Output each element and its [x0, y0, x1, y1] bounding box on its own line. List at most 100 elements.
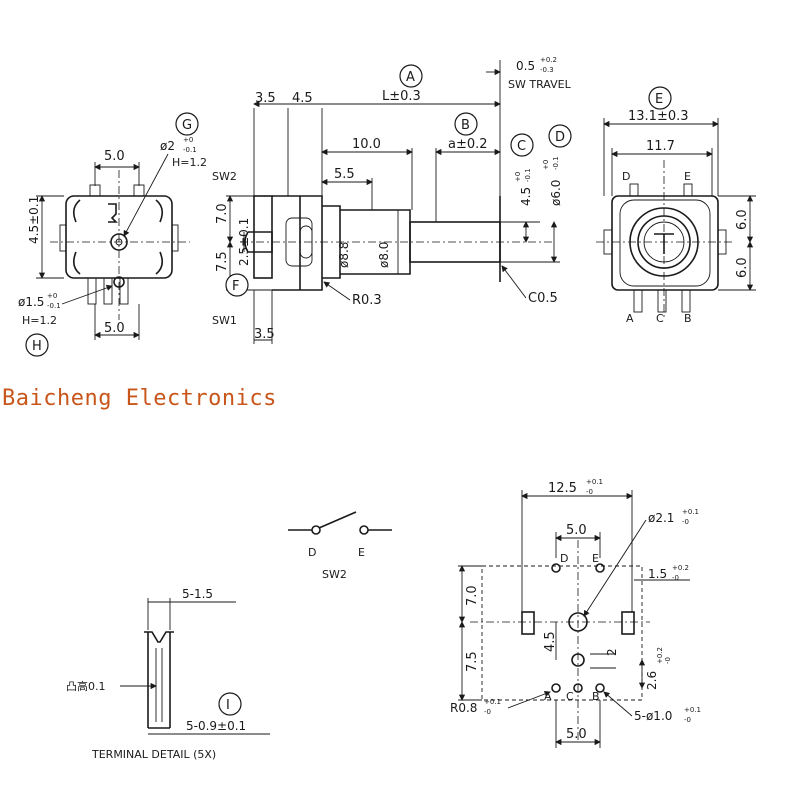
rear-pin-e	[683, 183, 693, 197]
side-radius-r0-3: R0.3	[352, 293, 382, 308]
pcb-holes-1-0-tol-lower: -0	[684, 716, 691, 724]
front-terminal-b	[119, 277, 129, 305]
pcb-dim-2-6-tol-upper: +0.2	[656, 647, 664, 664]
front-dim-top-5-0: 5.0	[104, 149, 125, 164]
pcb-hole-2-1-label: ø2.1	[648, 511, 674, 525]
front-view: 5.0 5.0 4.5±0.1 ø2 +0 -0.1 H=1.2 ø1.5 +0…	[18, 112, 207, 357]
pcb-pin-c: C	[566, 690, 574, 703]
pcb-pin-a: A	[544, 690, 552, 703]
side-dim-d-tol-lower: -0.1	[552, 156, 560, 170]
switch-symbol: D E SW2	[288, 511, 392, 581]
side-leader-r0-3	[323, 281, 351, 301]
rear-dim-6-0-bottom: 6.0	[735, 257, 750, 278]
marker-b: B	[454, 112, 478, 136]
svg-text:G: G	[182, 118, 192, 133]
pcb-dim-1-5-tol-upper: +0.2	[672, 564, 689, 572]
pcb-radius-r0-8-tol-lower: -0	[484, 708, 491, 716]
switch-pin-e: E	[358, 546, 365, 559]
side-sw-travel-tol-lower: -0.3	[540, 66, 554, 74]
pcb-radius-r0-8: R0.8	[450, 701, 477, 715]
front-hole-bottom-tol-lower: -0.1	[47, 302, 61, 310]
side-dim-3-5-top: 3.5	[255, 91, 276, 106]
front-terminal-a	[87, 277, 97, 305]
pcb-hole-a	[551, 683, 561, 693]
pcb-hole-2-1-tol-upper: +0.1	[682, 508, 699, 516]
side-dim-b: a±0.2	[448, 137, 488, 152]
pcb-pin-d: D	[560, 552, 568, 565]
side-body-frame	[272, 195, 323, 291]
svg-text:D: D	[555, 130, 565, 145]
front-left-tab	[59, 224, 67, 252]
svg-text:A: A	[406, 70, 415, 85]
side-dim-c-tol-lower: -0.1	[524, 168, 532, 182]
rear-dim-6-0-top: 6.0	[735, 209, 750, 230]
side-pcb-bracket	[253, 195, 273, 279]
pcb-slot-right	[621, 611, 635, 635]
terminal-rib	[155, 648, 163, 722]
marker-e: E	[648, 86, 672, 110]
rear-pin-b-label: B	[684, 312, 692, 325]
front-hole-bottom-diameter: ø1.5	[18, 295, 44, 309]
front-dim-bottom-5-0: 5.0	[104, 321, 125, 336]
pcb-slot-left	[521, 611, 535, 635]
pcb-dim-5-0-bottom: 5.0	[566, 727, 587, 742]
svg-text:C: C	[517, 139, 526, 154]
side-dim-d: ø6.0	[549, 180, 563, 206]
side-dim-4-5: 4.5	[292, 91, 313, 106]
side-dim-5-5: 5.5	[334, 167, 355, 182]
front-logo-mark	[108, 203, 118, 223]
marker-c: C	[510, 133, 534, 157]
svg-text:I: I	[226, 698, 230, 713]
rear-pin-c-label: C	[656, 312, 664, 325]
marker-a: A	[399, 64, 423, 88]
svg-text:B: B	[461, 118, 470, 133]
pcb-holes-1-0: 5-ø1.0	[634, 709, 672, 723]
svg-text:H: H	[32, 339, 42, 354]
switch-label: SW2	[322, 568, 347, 581]
pcb-pin-e: E	[592, 552, 599, 565]
front-hole-bottom-tol-upper: +0	[47, 292, 57, 300]
rear-terminal-a	[633, 289, 643, 313]
rear-pin-d-label: D	[622, 170, 630, 183]
side-dim-3-5-bottom: 3.5	[254, 327, 275, 342]
pcb-dim-4-5: 4.5	[543, 631, 558, 652]
front-mounting-legs	[72, 199, 164, 275]
side-dim-2-5: 2.5±0.1	[237, 218, 251, 266]
pcb-dim-12-5-tol-lower: -0	[586, 488, 593, 496]
pcb-hole-d	[551, 563, 561, 573]
side-label-sw2: SW2	[212, 170, 237, 183]
side-dim-7-5: 7.5	[215, 251, 230, 272]
front-right-tab	[171, 224, 179, 252]
rear-dim-13-1: 13.1±0.3	[628, 109, 689, 124]
front-hole-top-tol-lower: -0.1	[183, 146, 197, 154]
terminal-outline	[144, 631, 174, 729]
side-leader-c0-5	[501, 265, 527, 299]
pcb-hole-b	[595, 683, 605, 693]
pcb-radius-r0-8-tol-upper: +0.1	[484, 698, 501, 706]
switch-pin-d: D	[308, 546, 316, 559]
pcb-dim-1-5-tol-lower: -0	[672, 574, 679, 582]
pcb-dim-2-6: 2.6	[645, 671, 659, 690]
switch-contact-e	[359, 525, 369, 535]
pcb-layout: 12.5 +0.1 -0 5.0 D E A C B ø2.1 +0.1 -0 …	[450, 478, 701, 748]
rear-terminal-b	[681, 289, 691, 313]
svg-text:F: F	[232, 279, 239, 294]
side-dim-a: L±0.3	[382, 89, 421, 104]
rear-pin-e-label: E	[684, 170, 691, 183]
front-leader-top-hole	[123, 153, 169, 237]
front-leader-bottom-hole	[61, 284, 113, 305]
switch-contact-d	[311, 525, 321, 535]
front-top-pin-left	[89, 184, 101, 197]
svg-text:E: E	[655, 92, 663, 107]
front-terminal-c	[103, 277, 113, 305]
rear-inner-outline	[619, 199, 711, 287]
side-switch-nub	[244, 231, 273, 253]
front-hole-bottom-depth: H=1.2	[22, 314, 57, 327]
side-chamfer-c0-5: C0.5	[528, 291, 558, 306]
side-dim-c: 4.5	[519, 187, 533, 206]
pcb-leader-1-0	[603, 691, 633, 717]
pcb-dim-5-0-top: 5.0	[566, 523, 587, 538]
pcb-dim-12-5: 12.5	[548, 481, 577, 496]
front-hole-top-diameter: ø2	[160, 139, 175, 153]
